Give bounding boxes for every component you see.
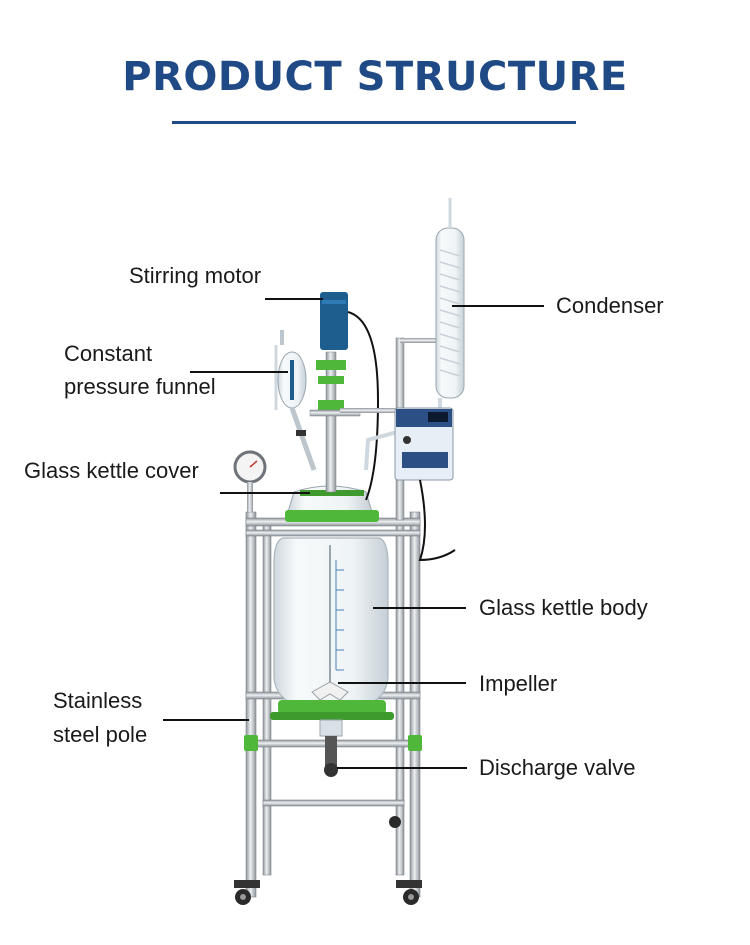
- constant-pressure-funnel: [274, 330, 317, 471]
- label-discharge-valve: Discharge valve: [479, 755, 636, 780]
- label-kettle-cover: Glass kettle cover: [24, 458, 199, 483]
- stirring-assembly: [309, 292, 380, 501]
- caster-left: [234, 880, 260, 905]
- bottom-flange: [278, 700, 386, 714]
- caster-right: [396, 880, 422, 905]
- leader-discharge-valve: [337, 767, 467, 769]
- glass-kettle-body: [273, 537, 389, 707]
- discharge-valve-graphic: [319, 719, 343, 777]
- leader-funnel: [190, 371, 288, 373]
- page-title: PRODUCT STRUCTURE: [122, 54, 628, 100]
- leader-condenser: [452, 305, 544, 307]
- leader-kettle-cover: [220, 492, 310, 494]
- label-condenser: Condenser: [556, 293, 664, 318]
- title-underline: [172, 121, 576, 124]
- leader-stainless-pole: [163, 719, 249, 721]
- stirring-motor-graphic: [320, 292, 348, 350]
- label-kettle-body: Glass kettle body: [479, 595, 648, 620]
- label-funnel-line2: pressure funnel: [64, 374, 216, 399]
- control-box: [394, 407, 456, 562]
- leader-impeller: [338, 682, 466, 684]
- pressure-gauge: [233, 450, 267, 512]
- label-pole-line1: Stainless: [53, 688, 143, 713]
- leader-stirring-motor: [265, 298, 323, 300]
- label-stirring-motor: Stirring motor: [129, 263, 262, 288]
- label-funnel-line1: Constant: [64, 341, 153, 366]
- label-impeller: Impeller: [479, 671, 558, 696]
- leader-kettle-body: [373, 607, 466, 609]
- label-pole-line2: steel pole: [53, 722, 148, 747]
